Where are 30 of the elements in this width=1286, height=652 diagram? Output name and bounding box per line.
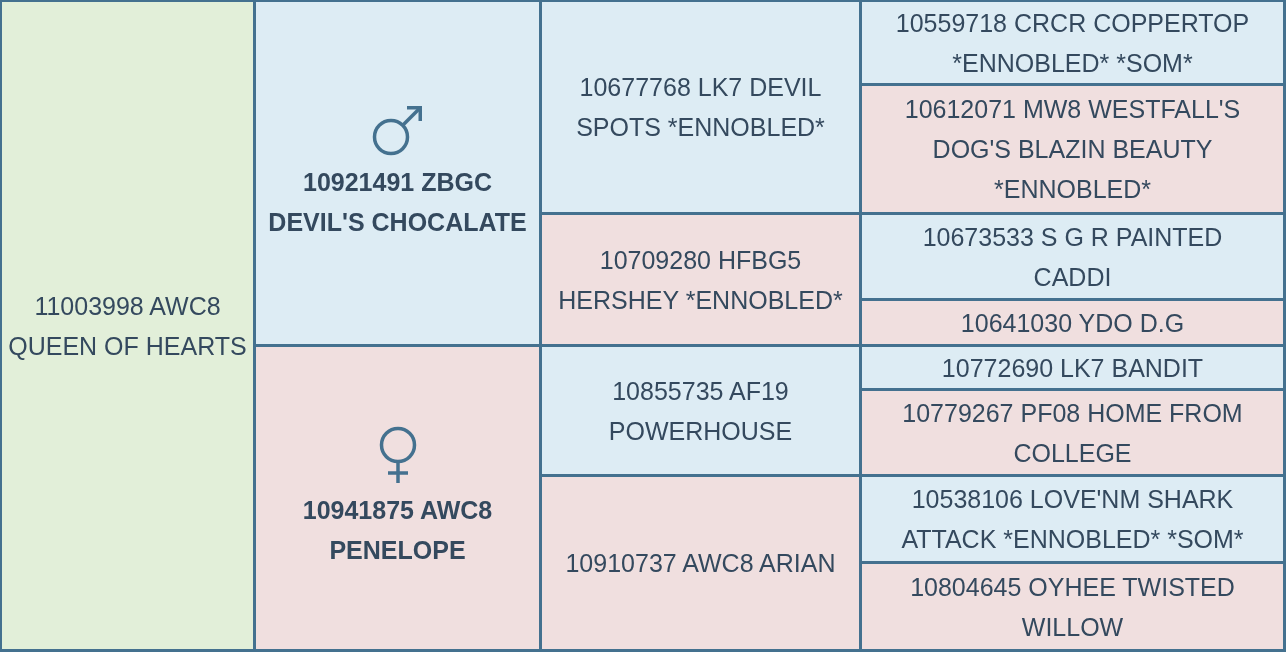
name-text: 10910737 AWC8 ARIAN: [565, 548, 836, 579]
pedigree-cell: [862, 86, 1283, 212]
name-text: 10641030 YDO D.G: [960, 307, 1185, 339]
name-text: 10804645 OYHEE TWISTED WILLOW: [909, 571, 1236, 643]
pedigree-cell: [542, 2, 859, 212]
pedigree-cell: [256, 2, 539, 344]
pedigree-cell: [2, 2, 253, 649]
name-text: 10921491 ZBGC DEVIL'S CHOCALATE: [267, 167, 528, 238]
name-text: 10772690 LK7 BANDIT: [941, 352, 1204, 384]
name-text: 10612071 MW8 WESTFALL'S DOG'S BLAZIN BEAUTY *ENNOBLED*: [903, 94, 1242, 205]
name-text: 10941875 AWC8 PENELOPE: [301, 495, 494, 566]
name-text: 10559718 CRCR COPPERTOP *ENNOBLED* *SOM*: [894, 7, 1251, 79]
pedigree-cell: [862, 301, 1283, 344]
name-text: 10673533 S G R PAINTED CADDI: [921, 221, 1224, 293]
name-text: 10538106 LOVE'NM SHARK ATTACK *ENNOBLED* *SOM*: [900, 484, 1245, 555]
pedigree-cell: [256, 347, 539, 649]
name-text: 10855735 AF19 POWERHOUSE: [607, 375, 794, 447]
pedigree-cell: [862, 215, 1283, 298]
pedigree-cell: [862, 477, 1283, 561]
pedigree-cell: [862, 564, 1283, 649]
pedigree-cell: [542, 215, 859, 344]
pedigree-cell: [542, 477, 859, 649]
pedigree-cell: [862, 391, 1283, 474]
pedigree-cell: [542, 347, 859, 474]
name-text: 11003998 AWC8 QUEEN OF HEARTS: [7, 290, 248, 362]
pedigree-cell: [862, 347, 1283, 388]
name-text: 10779267 PF08 HOME FROM COLLEGE: [901, 397, 1244, 469]
name-text: 10677768 LK7 DEVIL SPOTS *ENNOBLED*: [575, 72, 826, 143]
name-text: 10709280 HFBG5 HERSHEY *ENNOBLED*: [557, 244, 844, 316]
pedigree-cell: [862, 2, 1283, 83]
